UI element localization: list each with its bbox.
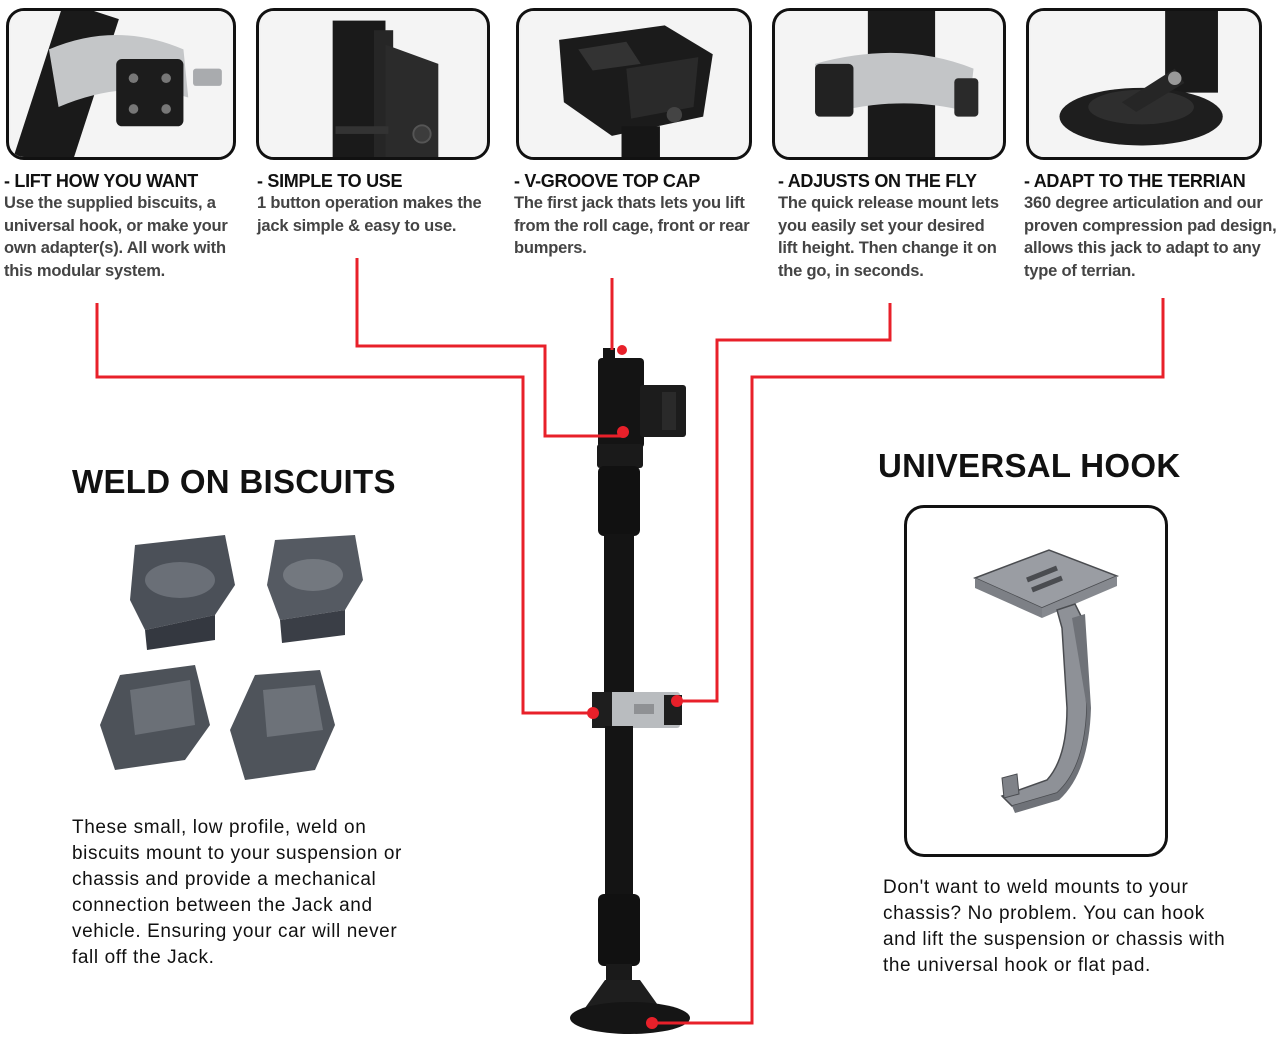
pole-clamp-photo xyxy=(10,11,232,157)
feature-v-groove-top-cap: - V-GROOVE TOP CAP The first jack thats … xyxy=(514,170,764,260)
biscuits-heading: WELD ON BISCUITS xyxy=(72,463,396,500)
feature-simple-to-use: - SIMPLE TO USE 1 button operation makes… xyxy=(257,170,495,237)
thumb-lift-how-you-want xyxy=(6,8,236,160)
hook-image-frame xyxy=(904,505,1168,857)
feature-adapt-to-terrain: - ADAPT TO THE TERRIAN 360 degree articu… xyxy=(1024,170,1278,282)
feature-description: 360 degree articulation and our proven c… xyxy=(1024,194,1277,280)
feature-title: - ADAPT TO THE TERRIAN xyxy=(1024,171,1246,191)
feature-lift-how-you-want: - LIFT HOW YOU WANT Use the supplied bis… xyxy=(4,170,244,282)
callout-line-adjusts xyxy=(677,303,892,703)
feature-description: 1 button operation makes the jack simple… xyxy=(257,194,482,235)
compression-pad-photo xyxy=(1030,11,1258,157)
biscuits-description: These small, low profile, weld on biscui… xyxy=(72,817,402,968)
feature-description: The first jack thats lets you lift from … xyxy=(514,194,750,257)
feature-title: - V-GROOVE TOP CAP xyxy=(514,171,700,191)
feature-title: - ADJUSTS ON THE FLY xyxy=(778,171,977,191)
biscuit-4 xyxy=(230,670,335,780)
jack-button-photo xyxy=(260,11,486,157)
jack-illustration xyxy=(570,345,690,1034)
thumb-adapt-to-terrain xyxy=(1026,8,1262,160)
callout-line-simple xyxy=(355,258,623,438)
biscuit-3 xyxy=(100,665,210,770)
hook-description: Don't want to weld mounts to your chassi… xyxy=(883,877,1226,976)
quick-release-photo xyxy=(776,11,1002,157)
feature-description: Use the supplied biscuits, a universal h… xyxy=(4,194,228,280)
feature-title: - LIFT HOW YOU WANT xyxy=(4,171,198,191)
hook-heading: UNIVERSAL HOOK xyxy=(878,447,1181,484)
biscuits-photo xyxy=(100,535,363,780)
feature-adjusts-on-the-fly: - ADJUSTS ON THE FLY The quick release m… xyxy=(778,170,1008,282)
thumb-adjusts-on-the-fly xyxy=(772,8,1006,160)
biscuit-2 xyxy=(267,535,363,643)
universal-hook-render xyxy=(973,549,1120,813)
feature-description: The quick release mount lets you easily … xyxy=(778,194,999,280)
top-cap-photo xyxy=(520,11,748,157)
feature-title: - SIMPLE TO USE xyxy=(257,171,403,191)
biscuit-1 xyxy=(130,535,235,650)
thumb-v-groove-top-cap xyxy=(516,8,752,160)
thumb-simple-to-use xyxy=(256,8,490,160)
